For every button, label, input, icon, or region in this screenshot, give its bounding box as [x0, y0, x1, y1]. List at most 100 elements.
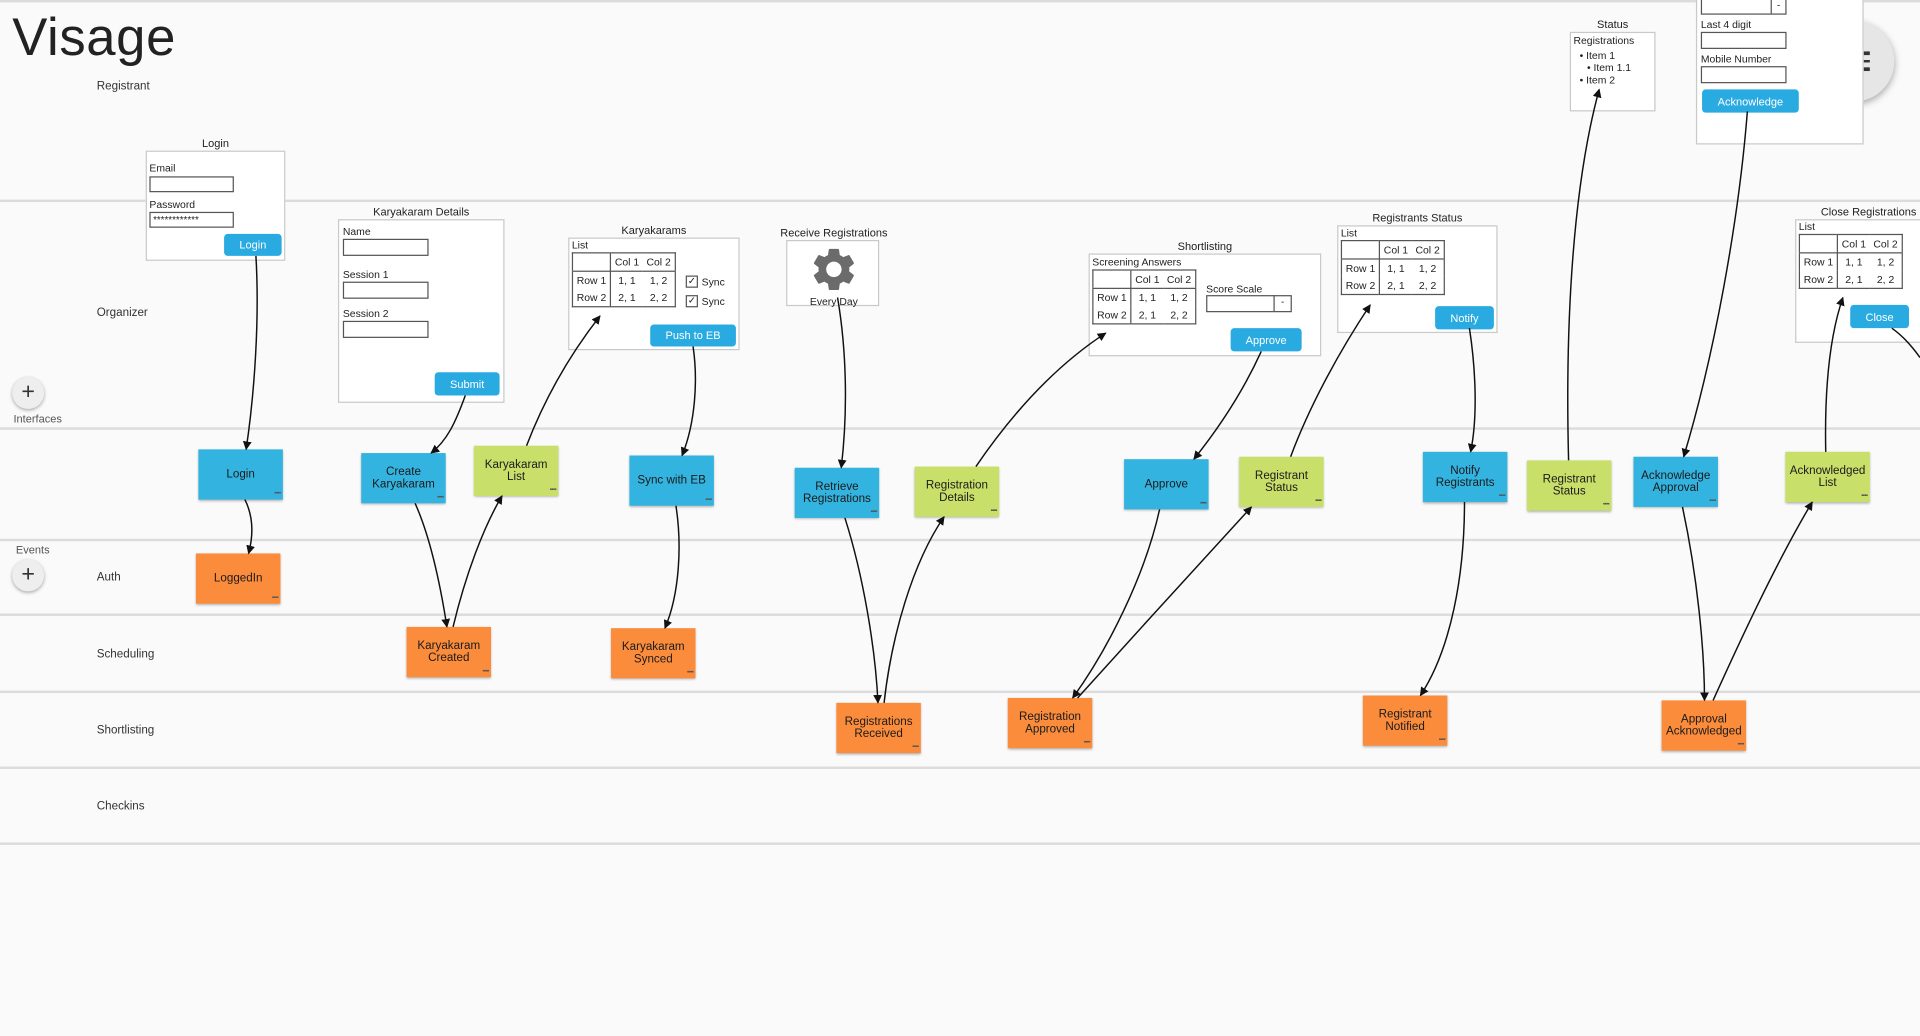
edge: [1072, 509, 1161, 699]
event-registration-approved[interactable]: Registration Approved▪▪▪▪: [1007, 697, 1093, 749]
push-to-eb-button[interactable]: Push to EB: [650, 324, 736, 347]
approve-form-button[interactable]: Approve: [1230, 328, 1302, 352]
receive-registrations-wireframe: Every Day: [786, 240, 880, 307]
check-icon: ✓: [685, 295, 698, 308]
score-scale-select[interactable]: -: [1206, 295, 1292, 313]
lane-divider: [0, 538, 1920, 542]
read-model-karyakaram-list[interactable]: Karyakaram List▪▪▪▪: [473, 445, 559, 496]
name-field[interactable]: [342, 238, 429, 256]
close-registrations-title: Close Registrations: [1820, 205, 1917, 218]
edge: [1419, 502, 1466, 697]
drag-handle-icon[interactable]: ▪▪▪▪: [1498, 492, 1506, 500]
acknowledge-form-button[interactable]: Acknowledge: [1702, 89, 1799, 113]
add-interface-button[interactable]: +: [12, 377, 45, 409]
submit-button[interactable]: Submit: [434, 372, 500, 396]
list-item: • Item 1.1: [1586, 61, 1632, 74]
event-logged-in[interactable]: LoggedIn▪▪▪▪: [195, 553, 281, 604]
command-login[interactable]: Login▪▪▪▪: [198, 449, 283, 500]
mobile-field[interactable]: [1700, 66, 1787, 84]
edge: [452, 495, 503, 628]
lane-label-scheduling: Scheduling: [96, 647, 155, 662]
receive-registrations-title: Receive Registrations: [780, 226, 888, 239]
edge: [414, 502, 451, 628]
drag-handle-icon[interactable]: ▪▪▪▪: [1709, 497, 1716, 505]
command-create-karyakaram[interactable]: Create Karyakaram▪▪▪▪: [361, 453, 446, 504]
drag-handle-icon[interactable]: ▪▪▪▪: [870, 508, 878, 516]
lane-label-checkins: Checkins: [96, 799, 145, 814]
command-notify-registrants[interactable]: Notify Registrants▪▪▪▪: [1422, 451, 1508, 503]
command-sync-with-eb[interactable]: Sync with EB▪▪▪▪: [629, 455, 714, 506]
drag-handle-icon[interactable]: ▪▪▪▪: [1861, 492, 1868, 500]
edge: [836, 297, 847, 469]
last4-field[interactable]: [1700, 31, 1787, 49]
edge: [883, 516, 945, 703]
edge: [430, 395, 467, 454]
event-karyakaram-synced[interactable]: Karyakaram Synced▪▪▪▪: [611, 628, 696, 679]
drag-handle-icon[interactable]: ▪▪▪▪: [271, 593, 279, 602]
login-wireframe-title: Login: [202, 137, 230, 150]
acknowledge-select[interactable]: -: [1700, 0, 1787, 15]
status-title: Status: [1597, 18, 1629, 31]
edge: [663, 505, 680, 629]
drag-handle-icon[interactable]: ▪▪▪▪: [437, 493, 444, 501]
email-field[interactable]: [149, 176, 234, 193]
list-item: • Item 1: [1579, 48, 1616, 62]
event-registrant-notified[interactable]: Registrant Notified▪▪▪▪: [1362, 695, 1448, 746]
notify-button[interactable]: Notify: [1435, 306, 1494, 330]
login-wireframe: Email Password ************ Login: [145, 150, 286, 261]
karyakaram-details-wireframe: Name Session 1 Session 2 Submit: [337, 219, 505, 403]
drag-handle-icon[interactable]: ▪▪▪▪: [274, 489, 281, 498]
last4-label: Last 4 digit: [1700, 18, 1752, 31]
event-registrations-received[interactable]: Registrations Received▪▪▪▪: [836, 702, 921, 754]
command-approve[interactable]: Approve▪▪▪▪: [1124, 459, 1209, 510]
drag-handle-icon[interactable]: ▪▪▪▪: [549, 486, 557, 494]
command-retrieve-registrations[interactable]: Retrieve Registrations▪▪▪▪: [794, 467, 880, 518]
list-label: List: [1798, 220, 1815, 233]
drag-handle-icon[interactable]: ▪▪▪▪: [482, 667, 489, 675]
drag-handle-icon[interactable]: ▪▪▪▪: [705, 495, 712, 504]
read-model-registrant-status-organizer[interactable]: Registrant Status▪▪▪▪: [1239, 456, 1324, 507]
command-acknowledge-approval[interactable]: Acknowledge Approval▪▪▪▪: [1633, 456, 1718, 507]
gear-icon: [813, 248, 854, 290]
event-approval-acknowledged[interactable]: Approval Acknowledged▪▪▪▪: [1661, 700, 1747, 751]
sync-checkbox[interactable]: ✓Sync: [685, 295, 725, 308]
sync-checkbox[interactable]: ✓Sync: [685, 275, 725, 288]
col-header: Col 2: [642, 252, 676, 272]
drag-handle-icon[interactable]: ▪▪▪▪: [912, 743, 919, 751]
lane-label-organizer: Organizer: [96, 306, 148, 320]
read-model-registrant-status-registrant[interactable]: Registrant Status▪▪▪▪: [1526, 460, 1612, 511]
password-label: Password: [149, 198, 196, 211]
event-karyakaram-created[interactable]: Karyakaram Created▪▪▪▪: [406, 626, 492, 678]
drag-handle-icon[interactable]: ▪▪▪▪: [1438, 735, 1446, 744]
drag-handle-icon[interactable]: ▪▪▪▪: [1083, 738, 1091, 746]
read-model-acknowledged-list[interactable]: Acknowledged List▪▪▪▪: [1785, 451, 1870, 503]
drag-handle-icon[interactable]: ▪▪▪▪: [1199, 499, 1207, 507]
password-field[interactable]: ************: [149, 211, 234, 228]
drag-handle-icon[interactable]: ▪▪▪▪: [1314, 497, 1322, 505]
email-label: Email: [149, 161, 176, 174]
drag-handle-icon[interactable]: ▪▪▪▪: [990, 506, 998, 515]
read-model-registration-details[interactable]: Registration Details▪▪▪▪: [914, 466, 1000, 517]
session2-field[interactable]: [342, 320, 429, 338]
drag-handle-icon[interactable]: ▪▪▪▪: [686, 668, 694, 676]
session1-field[interactable]: [342, 281, 429, 299]
close-button[interactable]: Close: [1850, 304, 1909, 329]
session2-label: Session 2: [342, 307, 389, 320]
lane-divider: [0, 427, 1920, 430]
drag-handle-icon[interactable]: ▪▪▪▪: [1737, 740, 1744, 749]
edge: [1712, 501, 1813, 701]
login-form-button[interactable]: Login: [224, 233, 282, 256]
drag-handle-icon[interactable]: ▪▪▪▪: [1602, 500, 1610, 509]
add-event-button[interactable]: +: [12, 559, 45, 592]
